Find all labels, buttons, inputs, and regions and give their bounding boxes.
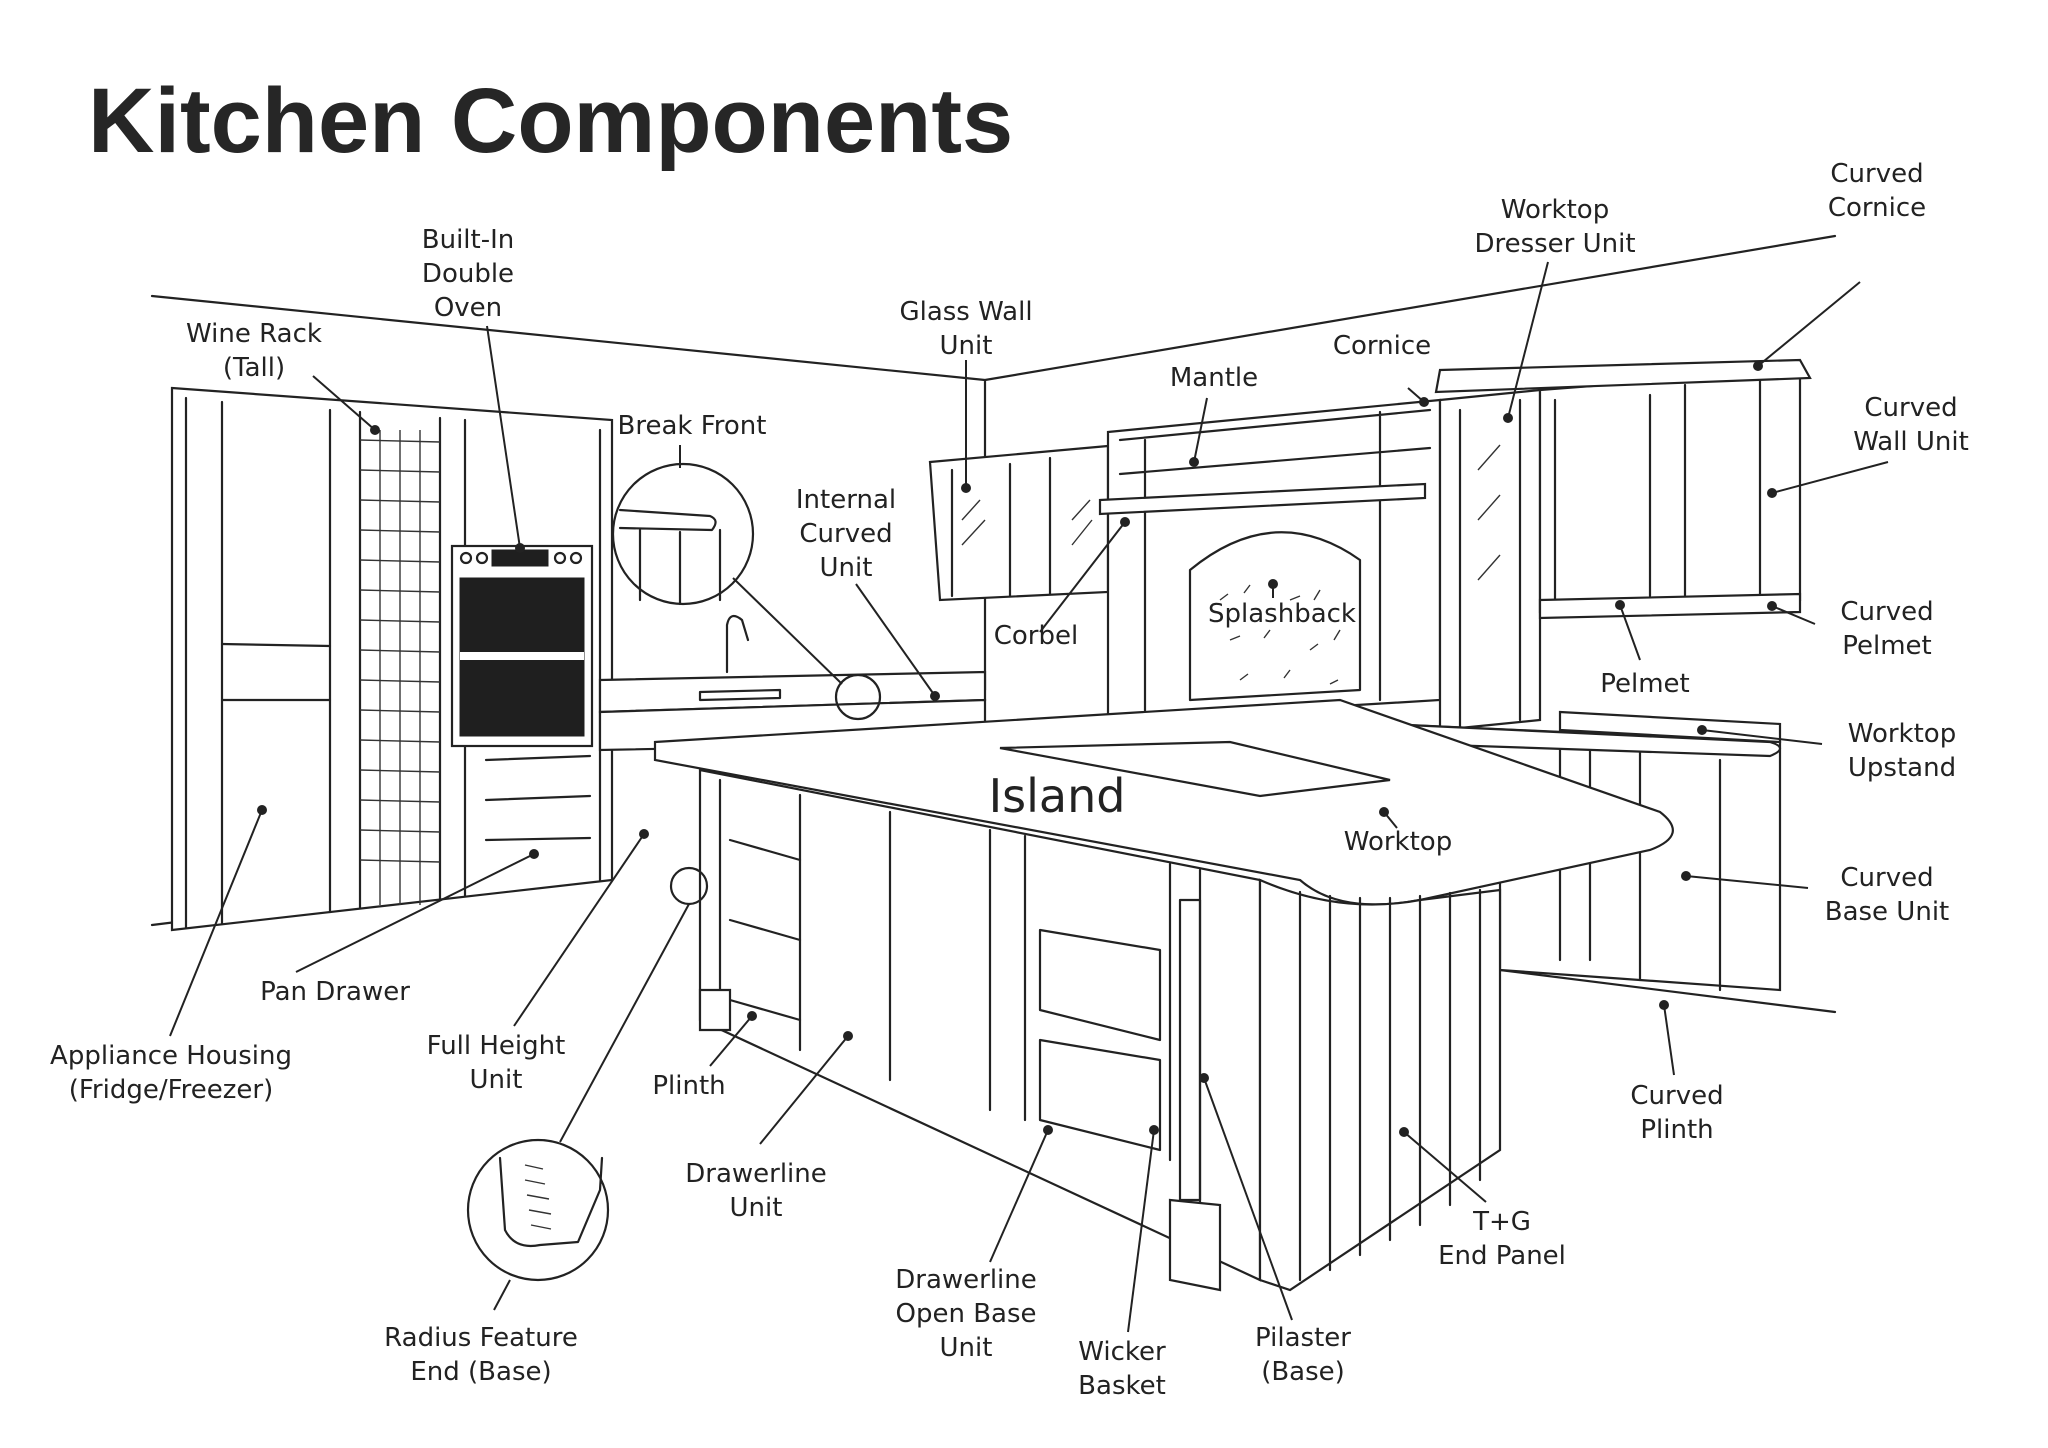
label-line: Plinth [1640, 1115, 1713, 1145]
label-line: Double [422, 259, 514, 289]
leader-lines [169, 261, 1889, 1333]
label-line: End Panel [1438, 1241, 1566, 1271]
label-line: Base Unit [1825, 897, 1950, 927]
label-mantle: Mantle [1170, 363, 1258, 393]
label-line: Dresser Unit [1474, 229, 1635, 259]
label-line: Wall Unit [1853, 427, 1969, 457]
label-line: T+G [1472, 1207, 1531, 1237]
label-line: Pilaster [1255, 1323, 1351, 1353]
page-title: Kitchen Components [88, 70, 1013, 172]
label-line: Curved [1830, 159, 1923, 189]
island-label: Island [989, 769, 1126, 823]
label-line: Worktop [1501, 195, 1609, 225]
label-line: Curved [1630, 1081, 1723, 1111]
label-line: Pan Drawer [260, 977, 410, 1007]
label-line: Break Front [618, 411, 767, 441]
label-pelmet: Pelmet [1600, 669, 1690, 699]
label-line: Internal [796, 485, 896, 515]
label-line: Worktop [1848, 719, 1956, 749]
label-line: Glass Wall [899, 297, 1032, 327]
label-line: Built-In [422, 225, 515, 255]
label-line: Unit [820, 553, 873, 583]
label-line: Open Base [895, 1299, 1036, 1329]
label-line: Appliance Housing [50, 1041, 292, 1071]
label-splashback: Splashback [1208, 599, 1356, 629]
label-wine-rack: Wine Rack (Tall) [186, 319, 322, 383]
label-corbel: Corbel [994, 621, 1078, 651]
label-line: Oven [434, 293, 502, 323]
label-line: Mantle [1170, 363, 1258, 393]
label-line: Unit [940, 331, 993, 361]
label-line: Unit [940, 1333, 993, 1363]
label-line: Curved [1840, 597, 1933, 627]
label-line: Full Height [427, 1031, 566, 1061]
label-t-g-end-panel: T+G End Panel [1438, 1207, 1566, 1271]
label-line: Wicker [1078, 1337, 1166, 1367]
label-line: Pelmet [1842, 631, 1932, 661]
label-line: Upstand [1848, 753, 1956, 783]
label-line: Wine Rack [186, 319, 322, 349]
label-plinth: Plinth [652, 1071, 725, 1101]
label-line: Corbel [994, 621, 1078, 651]
label-pan-drawer: Pan Drawer [260, 977, 410, 1007]
label-line: Drawerline [895, 1265, 1037, 1295]
label-line: (Base) [1261, 1357, 1345, 1387]
label-line: (Tall) [223, 353, 285, 383]
label-line: End (Base) [410, 1357, 551, 1387]
label-break-front: Break Front [618, 411, 767, 441]
label-line: Curved [799, 519, 892, 549]
label-line: Basket [1078, 1371, 1166, 1401]
label-line: Unit [470, 1065, 523, 1095]
label-cornice: Cornice [1333, 331, 1431, 361]
label-line: Cornice [1828, 193, 1926, 223]
label-line: Pelmet [1600, 669, 1690, 699]
label-line: Worktop [1344, 827, 1452, 857]
label-line: Unit [730, 1193, 783, 1223]
label-line: Curved [1864, 393, 1957, 423]
label-pilaster: Pilaster (Base) [1255, 1323, 1351, 1387]
label-line: Curved [1840, 863, 1933, 893]
kitchen-drawing [150, 234, 1837, 1292]
label-line: (Fridge/Freezer) [69, 1075, 274, 1105]
label-line: Splashback [1208, 599, 1356, 629]
label-appliance-housing: Appliance Housing (Fridge/Freezer) [50, 1041, 292, 1105]
label-line: Drawerline [685, 1159, 827, 1189]
label-line: Cornice [1333, 331, 1431, 361]
label-line: Plinth [652, 1071, 725, 1101]
label-worktop: Worktop [1344, 827, 1452, 857]
label-line: Radius Feature [384, 1323, 578, 1353]
